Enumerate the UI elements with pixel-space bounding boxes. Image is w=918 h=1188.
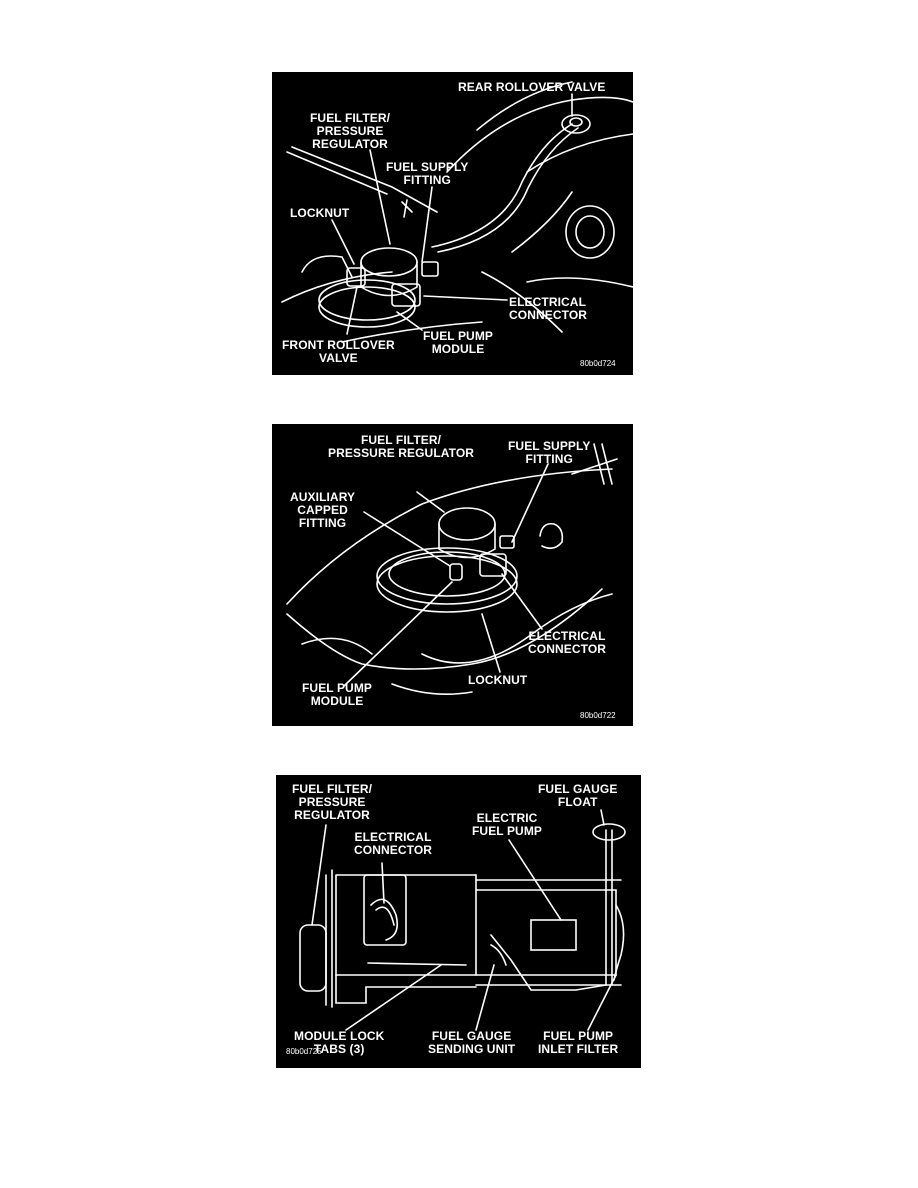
fuel-tank-illustration [281, 81, 633, 343]
label-fuel-supply-fitting: FUEL SUPPLY FITTING [386, 160, 469, 187]
label-front-rollover-valve: FRONT ROLLOVER VALVE [282, 338, 395, 365]
figure-code: 80b0d722 [580, 711, 616, 720]
label-electrical-connector: ELECTRICAL CONNECTOR [509, 295, 588, 322]
label-fuel-filter-pressure-regulator: FUEL FILTER/ PRESSURE REGULATOR [328, 433, 475, 460]
label-electrical-connector: ELECTRICAL CONNECTOR [528, 629, 607, 656]
label-fuel-gauge-float: FUEL GAUGE FLOAT [538, 782, 618, 809]
figure-code: 80b0d724 [580, 359, 616, 368]
figure-code: 80b0d725 [286, 1047, 322, 1056]
label-fuel-filter-pressure-regulator: FUEL FILTER/ PRESSURE REGULATOR [292, 782, 373, 822]
label-module-lock-tabs: MODULE LOCK TABS (3) [294, 1029, 385, 1056]
label-electric-fuel-pump: ELECTRIC FUEL PUMP [472, 811, 543, 838]
label-electrical-connector: ELECTRICAL CONNECTOR [354, 830, 433, 857]
label-auxiliary-capped-fitting: AUXILIARY CAPPED FITTING [290, 490, 356, 530]
fuel-pump-module-illustration [286, 443, 618, 696]
label-fuel-pump-inlet-filter: FUEL PUMP INLET FILTER [538, 1029, 619, 1056]
label-fuel-supply-fitting: FUEL SUPPLY FITTING [508, 439, 591, 466]
figure-fuel-pump-module-closeup: FUEL FILTER/ PRESSURE REGULATOR FUEL SUP… [272, 424, 633, 726]
figure-fuel-pump-module-side-view: FUEL FILTER/ PRESSURE REGULATOR FUEL GAU… [276, 775, 641, 1068]
label-rear-rollover-valve: REAR ROLLOVER VALVE [458, 80, 606, 94]
label-fuel-pump-module: FUEL PUMP MODULE [302, 681, 373, 708]
label-fuel-gauge-sending-unit: FUEL GAUGE SENDING UNIT [428, 1029, 516, 1056]
label-fuel-filter-pressure-regulator: FUEL FILTER/ PRESSURE REGULATOR [310, 111, 391, 151]
label-locknut: LOCKNUT [468, 673, 528, 687]
label-fuel-pump-module: FUEL PUMP MODULE [423, 329, 494, 356]
module-side-view-illustration [299, 809, 626, 1031]
label-locknut: LOCKNUT [290, 206, 350, 220]
figure-fuel-tank-top-view: REAR ROLLOVER VALVE FUEL FILTER/ PRESSUR… [272, 72, 633, 375]
